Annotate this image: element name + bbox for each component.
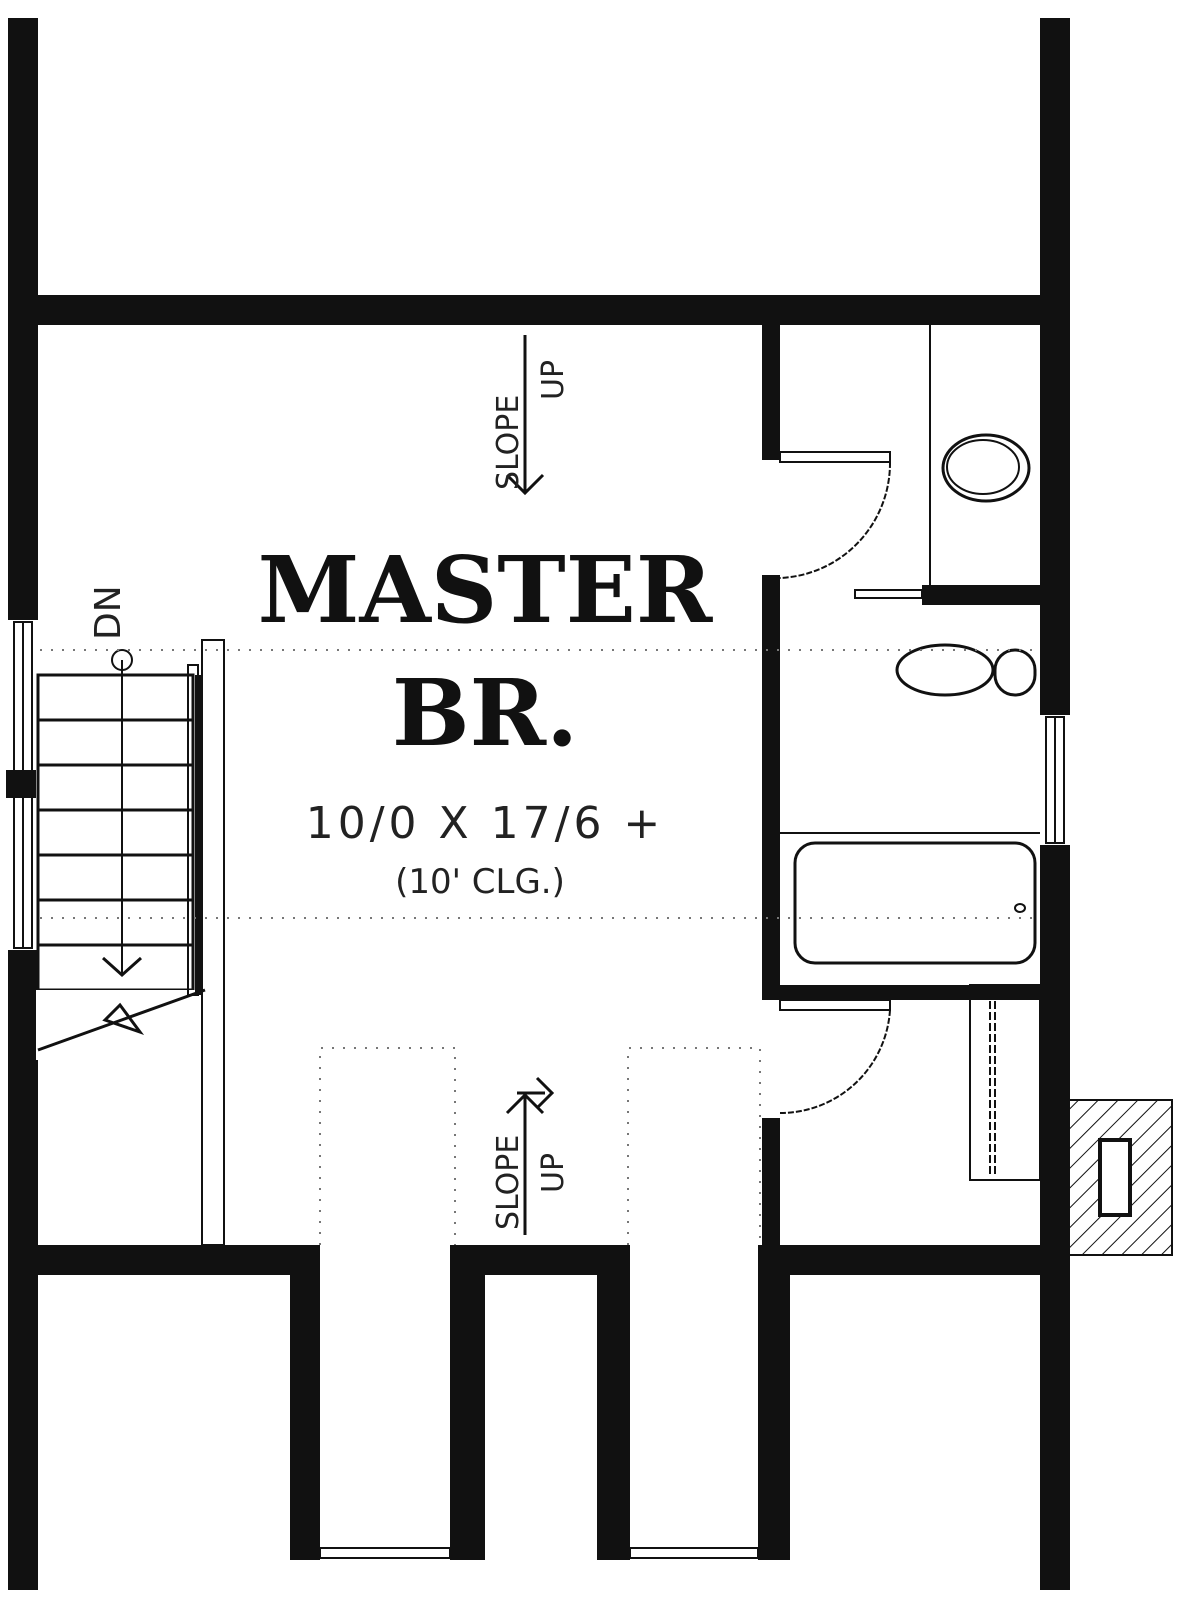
svg-text:UP: UP [536, 360, 571, 400]
slope-up-top: SLOPE UP [491, 335, 571, 496]
exterior-walls [8, 18, 1070, 1590]
closet [969, 984, 1041, 1181]
room-label: MASTER BR. 10/0 X 17/6 + (10' CLG.) [258, 536, 713, 902]
room-name-line2: BR. [392, 659, 578, 767]
windows [6, 621, 1065, 1559]
svg-text:SLOPE: SLOPE [491, 395, 526, 490]
chimney [1067, 1099, 1173, 1256]
slope-up-bottom: SLOPE UP [491, 1076, 571, 1235]
stairs: DN [36, 585, 225, 1246]
room-ceiling: (10' CLG.) [395, 862, 565, 902]
bathroom-walls [762, 320, 1042, 1248]
svg-text:UP: UP [536, 1153, 571, 1193]
bathroom-fixtures [780, 433, 1041, 1181]
svg-text:SLOPE: SLOPE [491, 1135, 526, 1230]
room-dimensions: 10/0 X 17/6 + [306, 798, 665, 849]
toilet [895, 643, 1037, 697]
ceiling-lines [40, 649, 1040, 1245]
stairs-label: DN [88, 585, 129, 640]
sink [941, 433, 1031, 503]
room-name-line1: MASTER [258, 536, 713, 644]
bathtub [793, 841, 1037, 965]
